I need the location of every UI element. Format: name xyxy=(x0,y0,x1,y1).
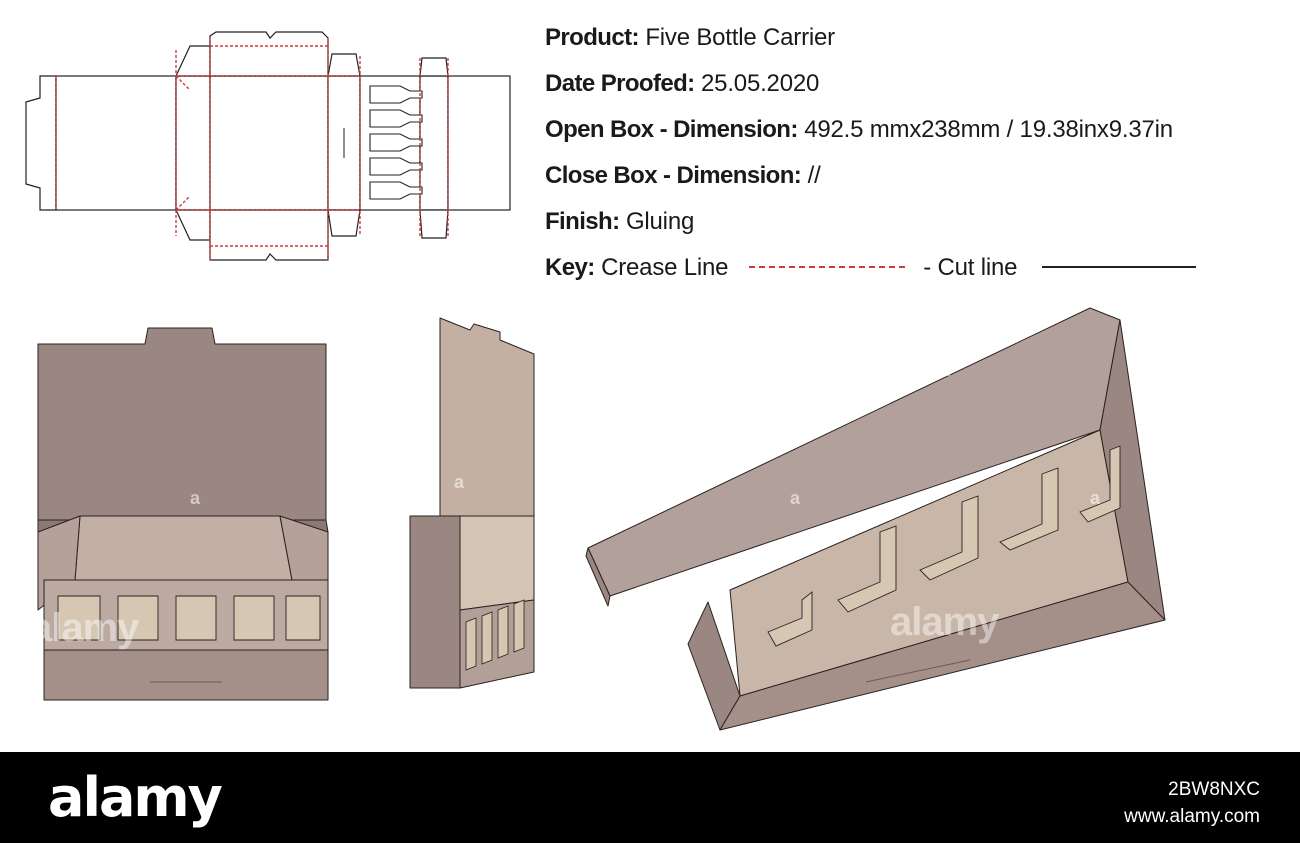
spec-close-dimension: Close Box - Dimension: // xyxy=(545,162,1285,208)
dieline-layout xyxy=(25,31,511,261)
spec-close-value: // xyxy=(807,162,821,189)
key-cut-line-sample xyxy=(1041,265,1196,268)
spec-date: Date Proofed: 25.05.2020 xyxy=(545,70,1285,116)
watermark-small-5: a xyxy=(1090,488,1101,508)
spec-open-dimension: Open Box - Dimension: 492.5 mmx238mm / 1… xyxy=(545,116,1285,162)
spec-date-value: 25.05.2020 xyxy=(701,70,820,97)
key-crease-line-sample xyxy=(748,265,905,268)
watermark-big-1: alamy xyxy=(30,606,139,650)
watermark-big-2: alamy xyxy=(890,600,999,644)
spec-finish-label: Finish: xyxy=(545,208,620,235)
spec-product-label: Product: xyxy=(545,24,639,51)
watermark-small-4: a xyxy=(940,360,951,380)
footer-logo: alamy xyxy=(48,766,223,829)
spec-key-label: Key: xyxy=(545,254,595,281)
box-open-side-view xyxy=(409,317,535,689)
footer-image-info: 2BW8NXC www.alamy.com xyxy=(1124,776,1260,830)
spec-close-label: Close Box - Dimension: xyxy=(545,162,802,189)
box-open-perspective-view xyxy=(585,307,1166,731)
spec-block: Product: Five Bottle Carrier Date Proofe… xyxy=(545,24,1285,300)
footer-bar: alamy 2BW8NXC www.alamy.com xyxy=(0,752,1300,843)
spec-open-value: 492.5 mmx238mm / 19.38inx9.37in xyxy=(804,116,1173,143)
footer-image-id: 2BW8NXC xyxy=(1168,779,1260,800)
spec-key: Key: Crease Line - Cut line xyxy=(545,254,1285,300)
footer-site: www.alamy.com xyxy=(1124,806,1260,827)
watermark-small-3: a xyxy=(790,488,801,508)
key-cut-text: - Cut line xyxy=(923,254,1018,281)
spec-finish-value: Gluing xyxy=(625,208,695,235)
spec-date-label: Date Proofed: xyxy=(545,70,695,97)
spec-finish: Finish: Gluing xyxy=(545,208,1285,254)
box-open-front-view xyxy=(37,327,329,701)
key-crease-text: Crease Line xyxy=(601,254,729,281)
watermark-small-1: a xyxy=(190,488,201,508)
artwork-canvas: Product: Five Bottle Carrier Date Proofe… xyxy=(25,24,1285,731)
watermark-small-2: a xyxy=(454,472,465,492)
spec-open-label: Open Box - Dimension: xyxy=(545,116,798,143)
spec-product: Product: Five Bottle Carrier xyxy=(545,24,1285,70)
spec-product-value: Five Bottle Carrier xyxy=(645,24,835,51)
